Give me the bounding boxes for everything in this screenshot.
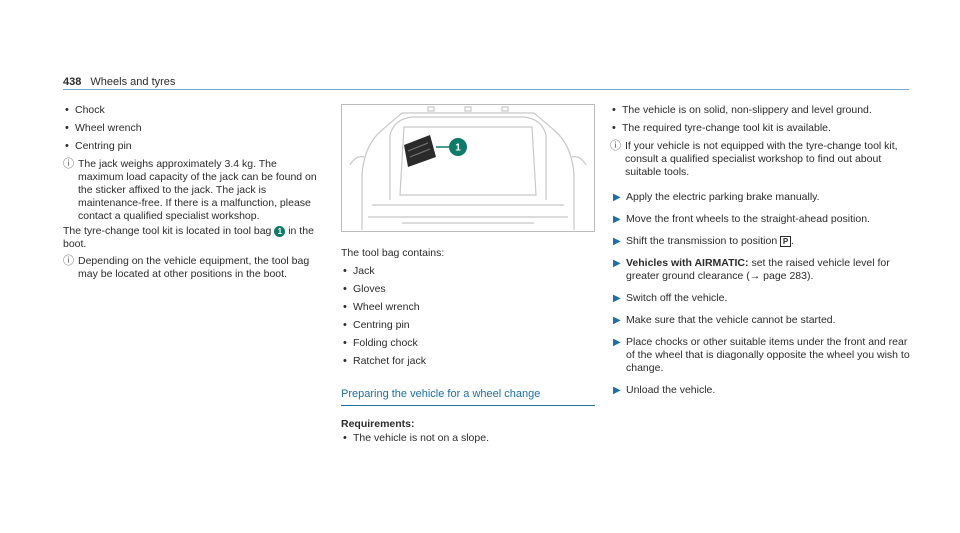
list-item: Wheel wrench: [63, 122, 325, 135]
step-text: Apply the electric parking brake manuall…: [626, 191, 820, 203]
park-position-icon: P: [780, 236, 792, 247]
jack-note: ⓘ The jack weighs approximately 3.4 kg. …: [63, 158, 325, 223]
section-heading: Preparing the vehicle for a wheel change: [341, 388, 595, 406]
step-item: ▶ Apply the electric parking brake manual…: [610, 191, 910, 204]
arrow-right-icon: ▶: [613, 214, 621, 225]
arrow-right-icon: ▶: [613, 315, 621, 326]
info-icon: ⓘ: [610, 140, 621, 152]
arrow-right-icon: ▶: [613, 192, 621, 203]
step-item: ▶Shift the transmission to position P.: [613, 235, 795, 247]
figure-marker-1: 1: [455, 143, 461, 154]
arrow-right-icon: ▶: [613, 337, 621, 348]
bag-contents-list: Jack Gloves Wheel wrench Centring pin Fo…: [341, 265, 595, 368]
step-text: Shift the transmission to position: [626, 235, 778, 247]
page-number: 438: [63, 76, 82, 88]
column-right: The vehicle is on solid, non-slippery an…: [610, 104, 910, 406]
step-text: Make sure that the vehicle cannot be sta…: [626, 314, 836, 326]
info-icon: ⓘ: [63, 255, 74, 267]
step-text: Move the front wheels to the straight-ah…: [626, 213, 870, 225]
list-item: The vehicle is on solid, non-slippery an…: [610, 104, 910, 117]
step-text: Switch off the vehicle.: [626, 292, 728, 304]
step-text: Unload the vehicle.: [626, 384, 716, 396]
step-item: ▶ Make sure that the vehicle cannot be st…: [610, 314, 910, 327]
note-text: If your vehicle is not equipped with the…: [625, 140, 898, 178]
tool-list: Chock Wheel wrench Centring pin: [63, 104, 325, 153]
list-item: Wheel wrench: [341, 301, 595, 314]
note-text: Depending on the vehicle equipment, the …: [78, 255, 310, 280]
tool-kit-note: ⓘ If your vehicle is not equipped with t…: [610, 140, 910, 179]
tool-bag-shape: [404, 135, 467, 167]
step-list: ▶ Apply the electric parking brake manual…: [610, 191, 910, 397]
kit-location-text: The tyre-change tool kit is located in t…: [63, 225, 325, 251]
bag-intro: The tool bag contains:: [341, 247, 445, 259]
page-title: Wheels and tyres: [90, 76, 176, 88]
requirements-label: Requirements:: [341, 418, 415, 430]
info-icon: ⓘ: [63, 158, 74, 170]
kit-text: The tyre-change tool kit is located in t…: [63, 225, 272, 237]
header-divider: [63, 89, 909, 90]
step-condition: Vehicles with AIRMATIC:: [626, 257, 749, 269]
boot-illustration: 1: [341, 104, 595, 232]
list-item: Gloves: [341, 283, 595, 296]
arrow-right-icon: ▶: [613, 385, 621, 396]
kit-text-end: in the boot.: [63, 225, 314, 250]
requirements-continued: The vehicle is on solid, non-slippery an…: [610, 104, 910, 135]
step-item: ▶ Place chocks or other suitable items un…: [610, 336, 910, 375]
marker-1-icon: 1: [274, 225, 286, 237]
page-reference[interactable]: (→ page 283).: [746, 270, 814, 282]
column-middle: The tool bag contains: Jack Gloves Wheel…: [341, 247, 595, 450]
column-left: Chock Wheel wrench Centring pin ⓘ The ja…: [63, 104, 325, 283]
list-item: Chock: [63, 104, 325, 117]
arrow-right-icon: ▶: [613, 258, 621, 269]
step-item: ▶ Move the front wheels to the straight-a…: [610, 213, 910, 226]
arrow-right-icon: ▶: [613, 236, 621, 247]
list-item: Ratchet for jack: [341, 355, 595, 368]
tool-bag-note: ⓘ Depending on the vehicle equipment, th…: [63, 255, 325, 281]
step-text: Place chocks or other suitable items und…: [626, 336, 910, 374]
list-item: Jack: [341, 265, 595, 278]
page-header: 438 Wheels and tyres: [63, 76, 175, 89]
car-boot-drawing: 1: [349, 106, 587, 230]
step-item: ▶ Switch off the vehicle.: [610, 292, 910, 305]
list-item: The required tyre-change tool kit is ava…: [610, 122, 910, 135]
step-item: ▶ Vehicles with AIRMATIC: set the raised …: [610, 257, 910, 283]
list-item: Centring pin: [63, 140, 325, 153]
step-text: set the raised vehicle level for greater…: [626, 257, 890, 282]
arrow-right-icon: ▶: [613, 293, 621, 304]
note-text: The jack weighs approximately 3.4 kg. Th…: [78, 158, 317, 222]
list-item: Folding chock: [341, 337, 595, 350]
requirements-list: The vehicle is not on a slope.: [341, 432, 595, 445]
list-item: The vehicle is not on a slope.: [341, 432, 595, 445]
list-item: Centring pin: [341, 319, 595, 332]
step-item: ▶ Unload the vehicle.: [610, 384, 910, 397]
